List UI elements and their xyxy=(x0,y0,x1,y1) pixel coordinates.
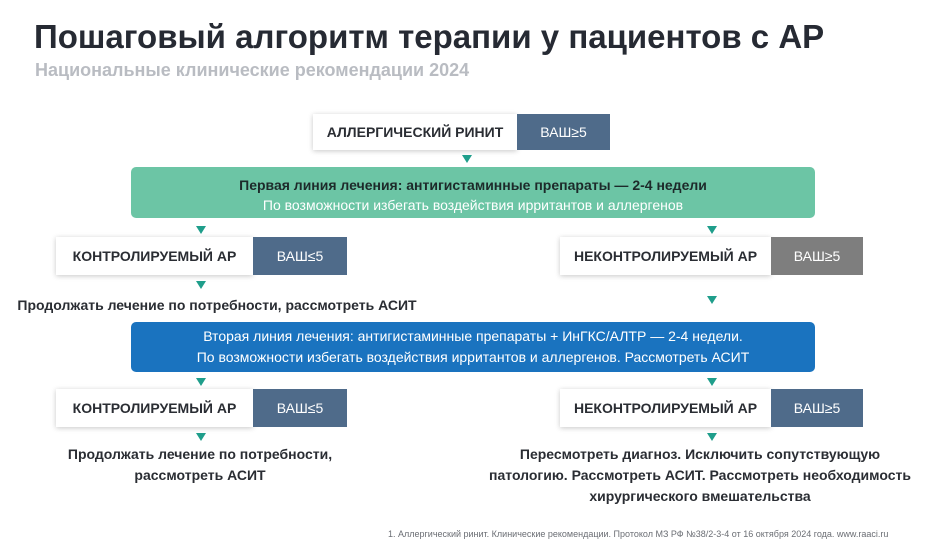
arrow-down-icon xyxy=(196,378,206,386)
second-line-text-2: По возможности избегать воздействия ирри… xyxy=(196,349,750,365)
vas-badge-top-label: ВАШ≥5 xyxy=(540,124,587,140)
vas-badge-uncontrolled-label-2: ВАШ≥5 xyxy=(793,400,841,416)
allergic-rhinitis-box: АЛЛЕРГИЧЕСКИЙ РИНИТ xyxy=(313,114,517,150)
uncontrolled-ar-label: НЕКОНТРОЛИРУЕМЫЙ АР xyxy=(573,248,758,264)
first-line-main: Первая линия лечения: антигистаминные пр… xyxy=(239,177,707,193)
arrow-down-icon xyxy=(462,155,472,163)
controlled-ar-label: КОНТРОЛИРУЕМЫЙ АР xyxy=(72,248,237,264)
footnote: 1. Аллергический ринит. Клинические реко… xyxy=(388,529,889,539)
controlled-ar-box-2: КОНТРОЛИРУЕМЫЙ АР xyxy=(56,389,253,427)
second-line-text-1: Вторая линия лечения: антигистаминные пр… xyxy=(203,328,743,344)
continue-treatment-note-2-line-2: рассмотреть АСИТ xyxy=(134,467,266,483)
continue-treatment-note-2-line-1: Продолжать лечение по потребности, xyxy=(67,446,333,462)
vas-badge-controlled-label: ВАШ≤5 xyxy=(276,248,324,264)
continue-treatment-note: Продолжать лечение по потребности, рассм… xyxy=(17,297,417,313)
arrow-down-icon xyxy=(707,226,717,234)
reconsider-diagnosis-line-1: Пересмотреть диагноз. Исключить сопутств… xyxy=(519,446,881,462)
vas-badge-uncontrolled-2: ВАШ≥5 xyxy=(771,389,863,427)
arrow-down-icon xyxy=(196,281,206,289)
continue-treatment-note-2: Продолжать лечение по потребности, рассм… xyxy=(40,444,360,486)
page-title: Пошаговый алгоритм терапии у пациентов с… xyxy=(34,18,825,55)
vas-badge-uncontrolled-label: ВАШ≥5 xyxy=(793,248,841,264)
vas-badge-controlled-2: ВАШ≤5 xyxy=(253,389,347,427)
uncontrolled-ar-box-2: НЕКОНТРОЛИРУЕМЫЙ АР xyxy=(560,389,771,427)
arrow-down-icon xyxy=(196,433,206,441)
reconsider-diagnosis-line-2: патологию. Рассмотреть АСИТ. Рассмотреть… xyxy=(489,467,911,483)
vas-badge-top: ВАШ≥5 xyxy=(517,114,610,150)
second-line-box: Вторая линия лечения: антигистаминные пр… xyxy=(131,322,815,372)
uncontrolled-ar-label-2: НЕКОНТРОЛИРУЕМЫЙ АР xyxy=(573,400,758,416)
vas-badge-uncontrolled: ВАШ≥5 xyxy=(771,237,863,275)
page-subtitle: Национальные клинические рекомендации 20… xyxy=(35,60,470,80)
uncontrolled-ar-box: НЕКОНТРОЛИРУЕМЫЙ АР xyxy=(560,237,771,275)
controlled-ar-label-2: КОНТРОЛИРУЕМЫЙ АР xyxy=(72,400,237,416)
controlled-ar-box: КОНТРОЛИРУЕМЫЙ АР xyxy=(56,237,253,275)
arrow-down-icon xyxy=(196,226,206,234)
allergic-rhinitis-label: АЛЛЕРГИЧЕСКИЙ РИНИТ xyxy=(326,124,504,140)
vas-badge-controlled: ВАШ≤5 xyxy=(253,237,347,275)
reconsider-diagnosis-note: Пересмотреть диагноз. Исключить сопутств… xyxy=(470,444,930,507)
arrow-down-icon xyxy=(707,378,717,386)
reconsider-diagnosis-line-3: хирургического вмешательства xyxy=(589,488,811,504)
first-line-sub: По возможности избегать воздействия ирри… xyxy=(262,197,684,213)
vas-badge-controlled-label-2: ВАШ≤5 xyxy=(276,400,324,416)
arrow-down-icon xyxy=(707,433,717,441)
first-line-box: Первая линия лечения: антигистаминные пр… xyxy=(131,167,815,218)
arrow-down-icon xyxy=(707,296,717,304)
